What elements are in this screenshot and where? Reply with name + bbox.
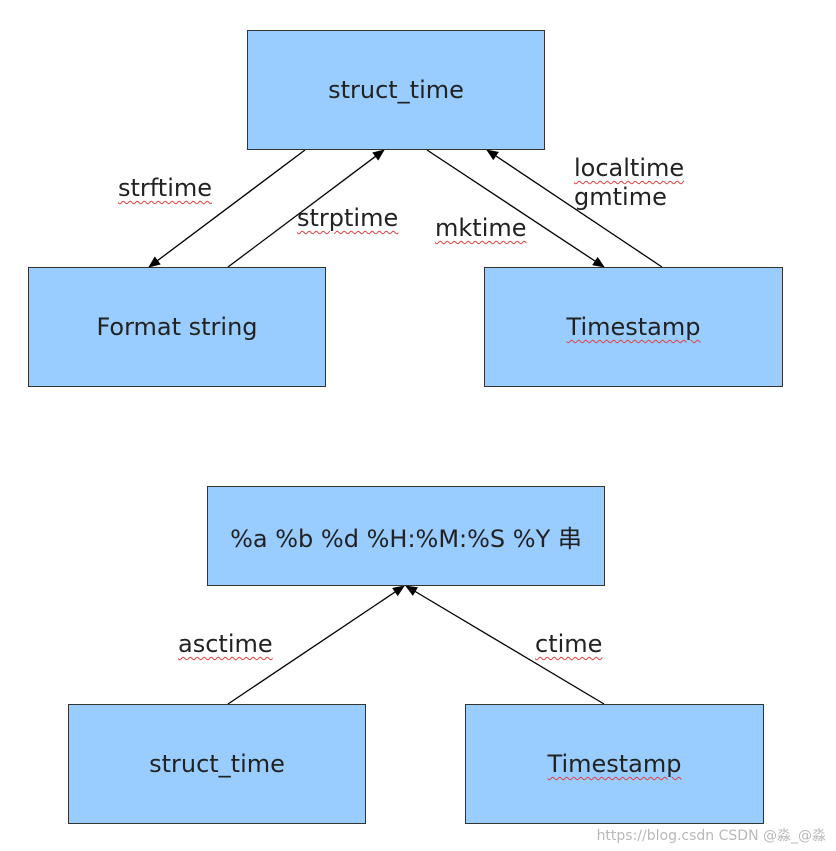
localtime-label: localtime xyxy=(574,154,685,182)
mktime-label: mktime xyxy=(435,214,527,242)
strftime-arrow xyxy=(148,149,306,268)
struct-time-box-2: struct_time xyxy=(68,704,366,824)
strptime-arrow xyxy=(227,149,385,268)
timestamp-box-2: Timestamp xyxy=(465,704,764,824)
ctime-arrow xyxy=(405,585,605,705)
csdn-watermark: https://blog.csdn CSDN @淼_@淼 xyxy=(596,828,826,844)
struct-time-box-2-label: struct_time xyxy=(149,750,285,778)
asctime-arrow xyxy=(227,585,405,705)
asctime-label: asctime xyxy=(178,630,273,658)
localtime-gmtime-arrow xyxy=(486,149,663,268)
format-output-box-label: %a %b %d %H:%M:%S %Y 串 xyxy=(230,524,582,553)
strftime-label: strftime xyxy=(118,174,213,202)
struct-time-box: struct_time xyxy=(247,30,545,150)
gmtime-label: gmtime xyxy=(574,183,667,211)
ctime-label: ctime xyxy=(535,630,603,658)
strptime-label: strptime xyxy=(297,204,399,232)
format-string-box-label: Format string xyxy=(96,313,258,341)
timestamp-box-2-label: Timestamp xyxy=(547,750,682,778)
mktime-arrow xyxy=(426,149,605,268)
timestamp-box-label: Timestamp xyxy=(566,313,701,341)
format-output-box: %a %b %d %H:%M:%S %Y 串 xyxy=(207,486,605,586)
timestamp-box: Timestamp xyxy=(484,267,783,387)
format-string-box: Format string xyxy=(28,267,326,387)
struct-time-box-label: struct_time xyxy=(328,76,464,104)
